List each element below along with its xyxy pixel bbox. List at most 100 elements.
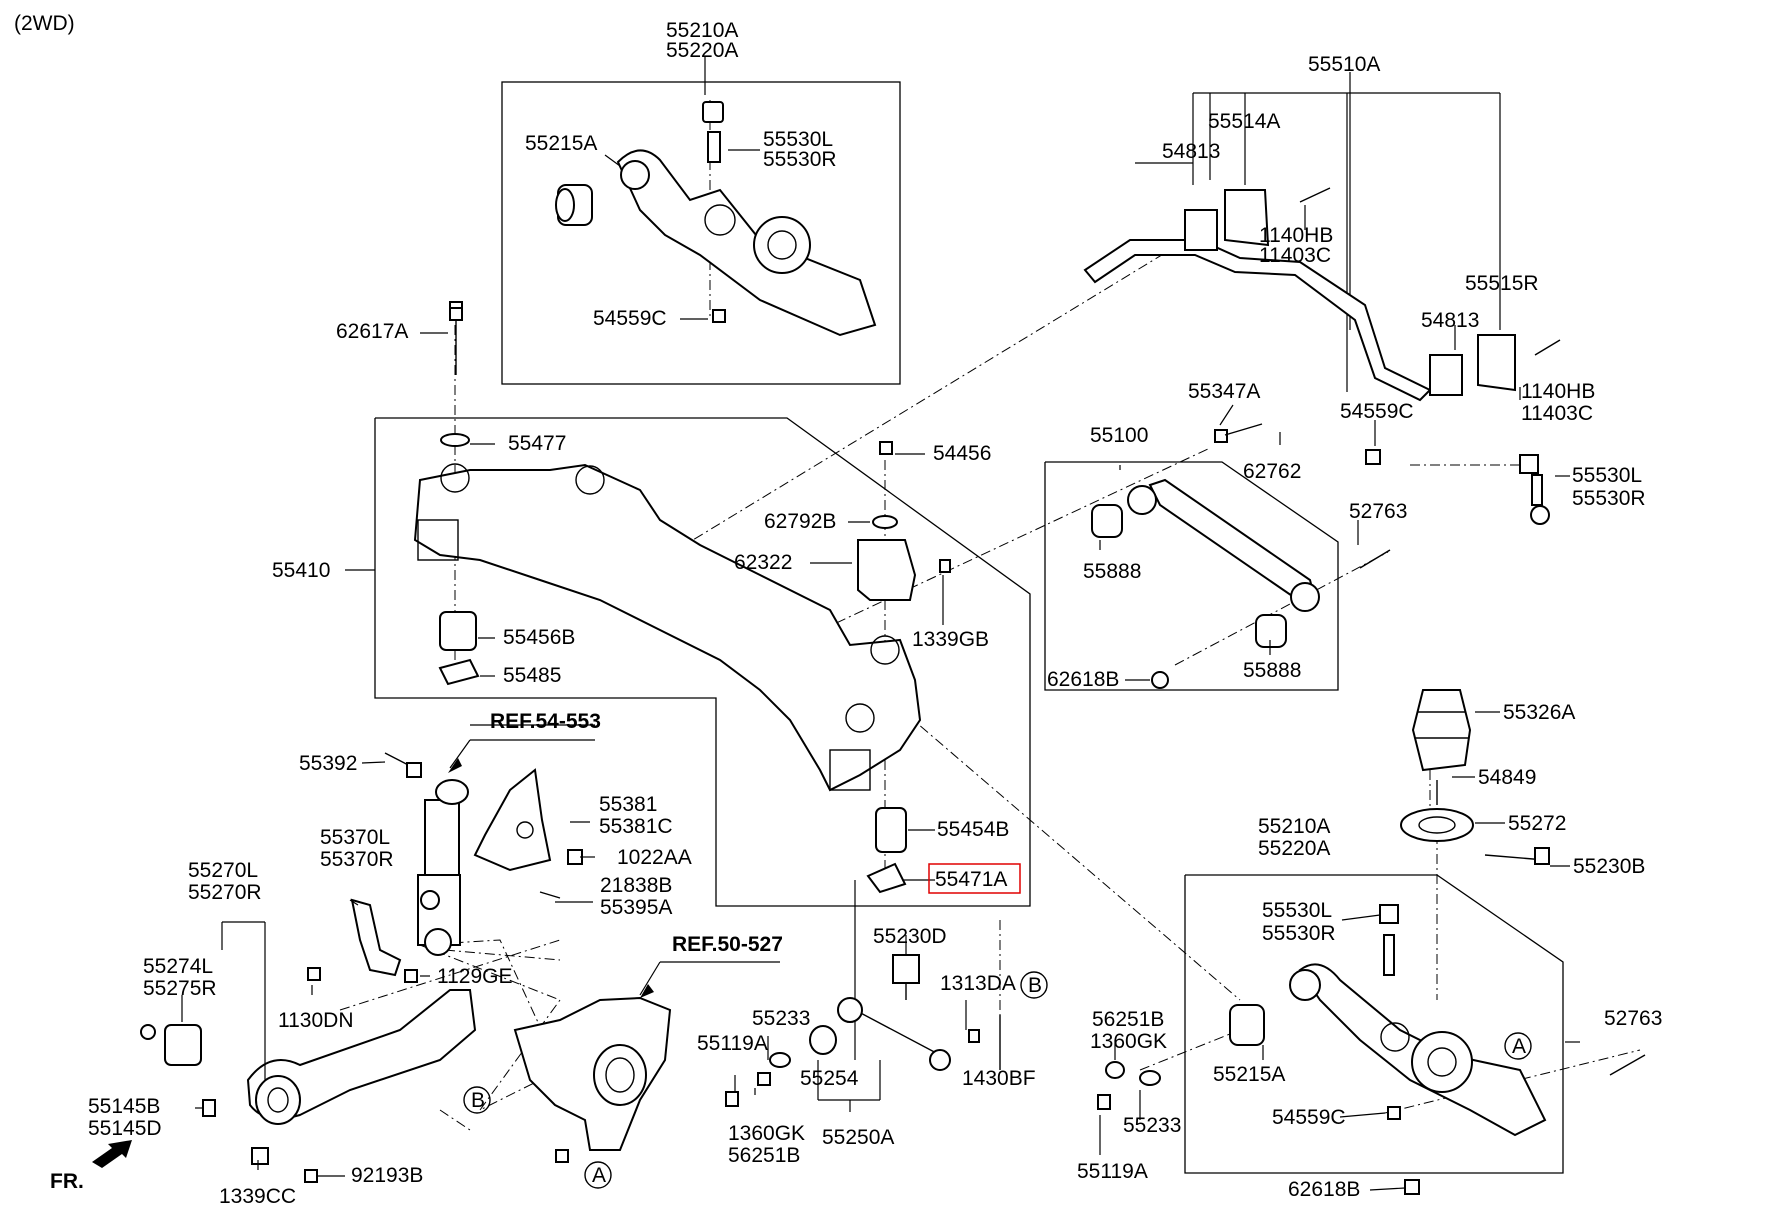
part-label: 55215A bbox=[525, 132, 597, 155]
part-label: 55410 bbox=[272, 559, 330, 582]
part-label: 55471A bbox=[935, 868, 1007, 891]
part-label: 55230B bbox=[1573, 855, 1645, 878]
part-label: 62618B bbox=[1288, 1178, 1360, 1201]
part-label: 55515R bbox=[1465, 272, 1539, 295]
part-label: 54813 bbox=[1162, 140, 1220, 163]
part-label: 55210A bbox=[1258, 815, 1330, 838]
part-label: 55270L bbox=[188, 859, 258, 882]
part-label: 92193B bbox=[351, 1164, 423, 1187]
part-label: 55454B bbox=[937, 818, 1009, 841]
front-direction-arrow-icon bbox=[92, 1140, 132, 1168]
part-label: 55456B bbox=[503, 626, 575, 649]
part-label: 55119A bbox=[1077, 1160, 1148, 1183]
part-label: 21838B bbox=[600, 874, 672, 897]
front-label: FR. bbox=[50, 1170, 84, 1193]
part-label: 11403C bbox=[1259, 244, 1331, 267]
part-label: 1140HB bbox=[1259, 224, 1333, 247]
part-label: 55326A bbox=[1503, 701, 1575, 724]
part-label: 56251B bbox=[728, 1144, 800, 1167]
variant-label: (2WD) bbox=[14, 12, 75, 35]
part-label: 52763 bbox=[1604, 1007, 1662, 1030]
part-label: 54813 bbox=[1421, 309, 1479, 332]
part-label: 55477 bbox=[508, 432, 566, 455]
marker-a-circle bbox=[584, 1161, 612, 1189]
part-label: 55220A bbox=[1258, 837, 1330, 860]
part-label: 55119A bbox=[697, 1032, 768, 1055]
part-label: 1022AA bbox=[617, 846, 692, 869]
part-label: 62322 bbox=[734, 551, 792, 574]
part-label: 54559C bbox=[1340, 400, 1414, 423]
part-label: 55530L bbox=[1262, 899, 1332, 922]
part-label: 1140HB bbox=[1521, 380, 1595, 403]
part-label: 54559C bbox=[1272, 1106, 1346, 1129]
part-label: 1360GK bbox=[1090, 1030, 1167, 1053]
marker-b-label: B bbox=[471, 1089, 485, 1112]
part-label: 55230D bbox=[873, 925, 947, 948]
part-label: 54456 bbox=[933, 442, 991, 465]
part-label: 55485 bbox=[503, 664, 561, 687]
part-label: 54849 bbox=[1478, 766, 1536, 789]
part-label: 55233 bbox=[752, 1007, 810, 1030]
part-label: 55275R bbox=[143, 977, 217, 1000]
part-label: 55530R bbox=[1572, 487, 1646, 510]
part-label: 55370R bbox=[320, 848, 394, 871]
part-label: 55888 bbox=[1243, 659, 1301, 682]
subframe-box bbox=[374, 417, 1031, 907]
part-label: 1129GE bbox=[437, 965, 513, 988]
part-label: 55145B bbox=[88, 1095, 160, 1118]
part-label: 11403C bbox=[1521, 402, 1593, 425]
part-label: 52763 bbox=[1349, 500, 1407, 523]
part-label: 56251B bbox=[1092, 1008, 1164, 1031]
part-label: 55220A bbox=[666, 39, 738, 62]
ref-label: REF.54-553 bbox=[490, 710, 601, 733]
marker-a-circle bbox=[1504, 1032, 1532, 1060]
part-label: 55210A bbox=[666, 19, 738, 42]
part-label: 62617A bbox=[336, 320, 408, 343]
part-label: 55272 bbox=[1508, 812, 1566, 835]
part-label: 55347A bbox=[1188, 380, 1260, 403]
marker-b-label: B bbox=[1028, 974, 1042, 997]
part-label: 62792B bbox=[764, 510, 836, 533]
marker-a-label: A bbox=[1512, 1035, 1526, 1058]
part-label: 54559C bbox=[593, 307, 667, 330]
part-label: 1430BF bbox=[962, 1067, 1036, 1090]
part-label: 55888 bbox=[1083, 560, 1141, 583]
part-label: 55395A bbox=[600, 896, 672, 919]
part-label: 1360GK bbox=[728, 1122, 805, 1145]
part-label: 55514A bbox=[1208, 110, 1280, 133]
part-label: 55510A bbox=[1308, 53, 1380, 76]
part-label: 55100 bbox=[1090, 424, 1148, 447]
part-label: 55381C bbox=[599, 815, 673, 838]
part-label: 55274L bbox=[143, 955, 213, 978]
lower-arm-box bbox=[1184, 874, 1564, 1174]
part-label: 1313DA bbox=[940, 972, 1016, 995]
part-label: 1130DN bbox=[278, 1009, 354, 1032]
part-label: 55233 bbox=[1123, 1114, 1181, 1137]
part-label: 55530L bbox=[763, 128, 833, 151]
ref-arrow-icon bbox=[448, 758, 462, 773]
part-label: 55530L bbox=[1572, 464, 1642, 487]
part-label: 55370L bbox=[320, 826, 390, 849]
marker-b-circle bbox=[1020, 971, 1048, 999]
top-control-arm-box bbox=[501, 81, 901, 385]
part-label: 62618B bbox=[1047, 668, 1119, 691]
trailing-link-box bbox=[1044, 461, 1339, 691]
ref-arrow-icon bbox=[640, 984, 654, 998]
part-label: 1339CC bbox=[219, 1185, 296, 1208]
highlight-box bbox=[928, 863, 1021, 894]
part-label: 55254 bbox=[800, 1067, 859, 1090]
part-label: 55250A bbox=[822, 1126, 894, 1149]
part-label: 1339GB bbox=[912, 628, 989, 651]
part-label: 55215A bbox=[1213, 1063, 1285, 1086]
part-label: 55270R bbox=[188, 881, 262, 904]
part-label: 55381 bbox=[599, 793, 657, 816]
marker-a-label: A bbox=[592, 1164, 606, 1187]
part-label: 55145D bbox=[88, 1117, 162, 1140]
marker-b-circle bbox=[463, 1086, 491, 1114]
ref-label: REF.50-527 bbox=[672, 933, 783, 956]
part-label: 55530R bbox=[763, 148, 837, 171]
part-label: 62762 bbox=[1243, 460, 1301, 483]
part-label: 55392 bbox=[299, 752, 357, 775]
